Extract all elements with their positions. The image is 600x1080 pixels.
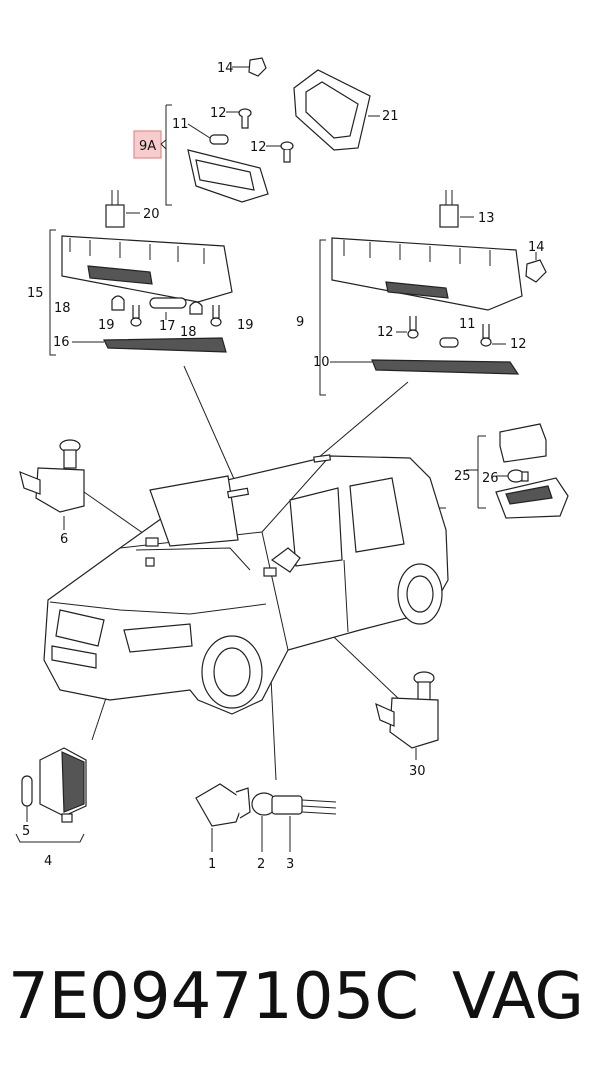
callout-11b: 11 [459,317,476,332]
part-25-boot-lamp[interactable] [495,423,569,519]
part-1-side-indicator-lens[interactable] [195,783,251,852]
part-9-interior-light-housing[interactable] [319,237,523,396]
part-21-cover[interactable] [293,69,380,151]
part-11-bulb-top[interactable] [187,123,229,145]
part-11-bulb-right[interactable] [439,337,459,348]
callout-5: 5 [22,824,30,839]
callout-16: 16 [53,335,70,350]
callout-21: 21 [382,109,399,124]
part-14-clip-right[interactable] [525,252,547,283]
part-12-screw-c[interactable] [396,316,419,339]
callout-26: 26 [482,471,499,486]
part-16-lens[interactable] [72,337,227,353]
part-9a-small-lamp[interactable] [165,104,269,206]
callout-9: 9 [296,315,304,330]
callout-25: 25 [454,469,471,484]
part-20-connector[interactable] [105,190,140,228]
part-3-bulb-holder[interactable] [271,795,337,852]
callout-12d: 12 [510,337,527,352]
car-illustration [43,454,449,715]
callout-18a: 18 [54,301,71,316]
callout-20: 20 [143,207,160,222]
callout-2: 2 [257,857,265,872]
callout-14a: 14 [217,61,234,76]
callout-19a: 19 [98,318,115,333]
part-15-interior-light-housing[interactable] [49,229,233,356]
callout-12c: 12 [377,325,394,340]
part-12-screw-a[interactable] [226,108,252,129]
part-6-door-contact[interactable] [19,439,85,530]
part-4-footwell-lamp[interactable] [15,747,87,843]
callout-3: 3 [286,857,294,872]
highlight-box-9a[interactable] [133,130,162,159]
part-10-lens[interactable] [330,359,520,375]
callout-19b: 19 [237,318,254,333]
callout-30: 30 [409,764,426,779]
part-12-screw-b[interactable] [266,141,294,163]
part-number: 7E0947105C [8,960,419,1034]
parts-diagram: 9A [15,57,569,872]
callout-18b: 18 [180,325,197,340]
part-19-screw-b[interactable] [210,305,222,327]
part-13-connector[interactable] [439,190,474,228]
callout-10: 10 [313,355,330,370]
part-30-door-contact[interactable] [375,671,439,760]
callout-17: 17 [159,319,176,334]
brand-name: VAG [452,960,584,1034]
callout-6: 6 [60,532,68,547]
callout-4: 4 [44,854,52,869]
callout-9a: 9A [139,139,156,154]
part-18-bulb-a[interactable] [111,295,125,311]
part-14-clip-top[interactable] [232,57,267,77]
callout-12b: 12 [250,140,267,155]
callout-15: 15 [27,286,44,301]
part-12-screw-d[interactable] [480,324,506,347]
part-19-screw-a[interactable] [130,305,142,327]
part-18-bulb-b[interactable] [189,301,203,315]
callout-13: 13 [478,211,495,226]
part-17-festoon-bulb[interactable] [149,297,187,320]
part-5-bulb[interactable] [21,775,33,822]
callout-1: 1 [208,857,216,872]
callout-14b: 14 [528,240,545,255]
part-26-bulb[interactable] [496,469,529,483]
callout-12a: 12 [210,106,227,121]
callout-11a: 11 [172,117,189,132]
